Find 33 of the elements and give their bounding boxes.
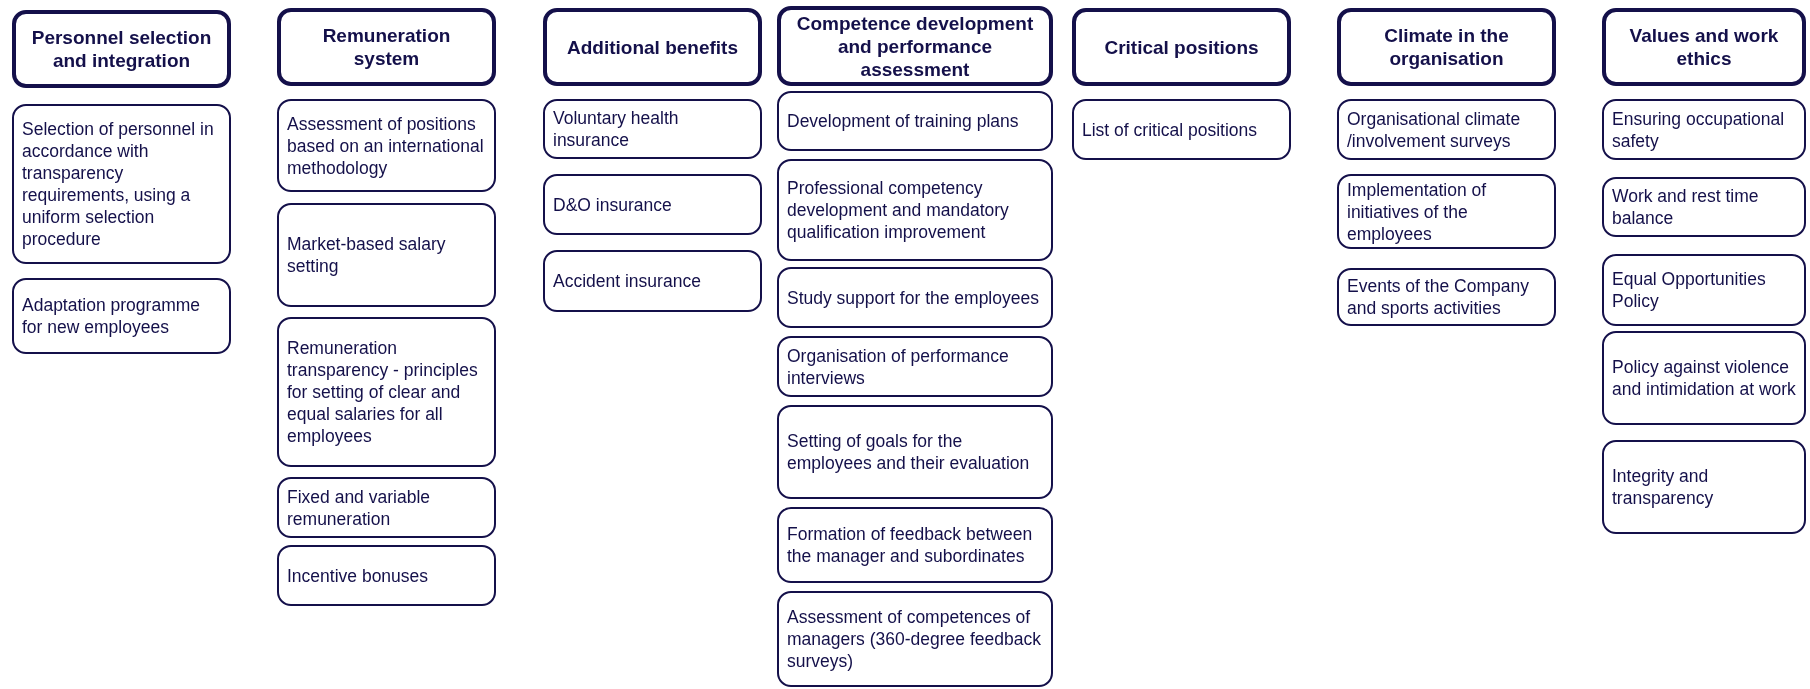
item-box: Formation of feedback between the manager and subordinates [777,507,1053,583]
item-box: Remuneration transparency - principles for setting of clear and equal salaries for all employees [277,317,496,467]
item-box: Integrity and transparency [1602,440,1806,534]
item-box: Organisational climate /involvement surveys [1337,99,1556,160]
item-box: Accident insurance [543,250,762,312]
item-box: Implementation of initiatives of the employees [1337,174,1556,249]
category-heading-box: Competence development and performance assessment [777,6,1053,86]
item-box: Market-based salary setting [277,203,496,307]
item-box: D&O insurance [543,174,762,235]
item-box: Assessment of competences of managers (360-degree feedback surveys) [777,591,1053,687]
item-box: Equal Opportunities Policy [1602,254,1806,326]
item-box: Assessment of positions based on an international methodology [277,99,496,192]
item-box: Fixed and variable remuneration [277,477,496,538]
category-heading-box: Climate in the organisation [1337,8,1556,86]
item-box: Professional competency development and mandatory qualification improvement [777,159,1053,261]
item-box: Incentive bonuses [277,545,496,606]
category-heading-box: Remuneration system [277,8,496,86]
category-heading-box: Critical positions [1072,8,1291,86]
item-box: Ensuring occupational safety [1602,99,1806,160]
category-heading-box: Personnel selection and integration [12,10,231,88]
item-box: List of critical positions [1072,99,1291,160]
item-box: Setting of goals for the employees and their evaluation [777,405,1053,499]
item-box: Organisation of performance interviews [777,336,1053,397]
item-box: Selection of personnel in accordance with transparency requirements, using a uniform selection procedure [12,104,231,264]
item-box: Development of training plans [777,91,1053,151]
item-box: Work and rest time balance [1602,177,1806,237]
item-box: Study support for the employees [777,267,1053,328]
category-heading-box: Values and work ethics [1602,8,1806,86]
item-box: Policy against violence and intimidation at work [1602,331,1806,425]
item-box: Adaptation programme for new employees [12,278,231,354]
item-box: Events of the Company and sports activities [1337,268,1556,326]
category-heading-box: Additional benefits [543,8,762,86]
item-box: Voluntary health insurance [543,99,762,159]
